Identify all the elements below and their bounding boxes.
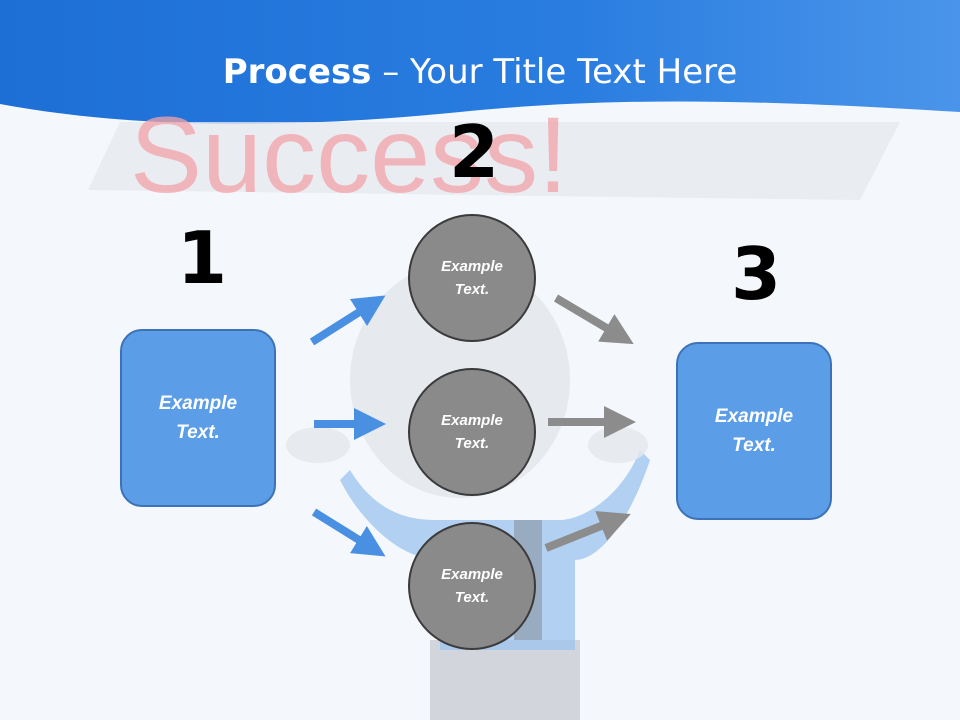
- step-number-2: 2: [449, 110, 500, 194]
- arrow-left-to-top: [309, 295, 386, 346]
- right-text-box: Example Text.: [676, 342, 832, 520]
- bottom-circle: Example Text.: [408, 522, 536, 650]
- arrow-left-to-bottom: [311, 508, 386, 557]
- arrow-bottom-to-right: [544, 511, 631, 552]
- title-bold: Process: [222, 52, 372, 92]
- step-number-3: 3: [731, 232, 782, 316]
- header-banner: [0, 0, 960, 124]
- title-rest: – Your Title Text Here: [371, 52, 738, 92]
- middle-circle: Example Text.: [408, 368, 536, 496]
- background-success-text: Success!: [130, 94, 568, 215]
- arrow-top-to-right: [553, 294, 634, 345]
- step-number-1: 1: [177, 216, 228, 300]
- left-text-box: Example Text.: [120, 329, 276, 507]
- slide-title: Process – Your Title Text Here: [0, 52, 960, 92]
- top-circle: Example Text.: [408, 214, 536, 342]
